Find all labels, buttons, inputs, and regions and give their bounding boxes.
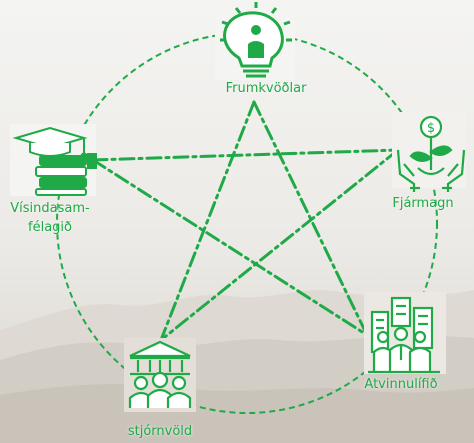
money-plant-hands-icon: $ [392,112,466,192]
node-label-academia-line2: félagið [28,220,72,235]
node-label-government: stjórnvöld [127,424,193,439]
connector-innovators-government [159,100,256,342]
node-label-academia-line1: Vísindasam- [10,201,90,216]
books-graduation-cap-icon [10,124,97,196]
node-label-finance: Fjármagn [392,196,454,211]
svg-text:$: $ [427,121,435,136]
node-label-innovators: Frumkvöðlar [225,81,307,96]
node-label-academia: Vísindasam- félagið [10,201,89,235]
lightbulb-person-icon [215,2,295,80]
connector-academia-industry [91,158,369,337]
government-building-people-icon [124,338,196,412]
node-label-industry: Atvinnulífið [364,377,438,392]
business-people-buildings-icon [364,292,446,374]
mountain-near [0,384,474,443]
connector-finance-government [159,148,400,342]
connector-academia-finance [91,148,400,162]
